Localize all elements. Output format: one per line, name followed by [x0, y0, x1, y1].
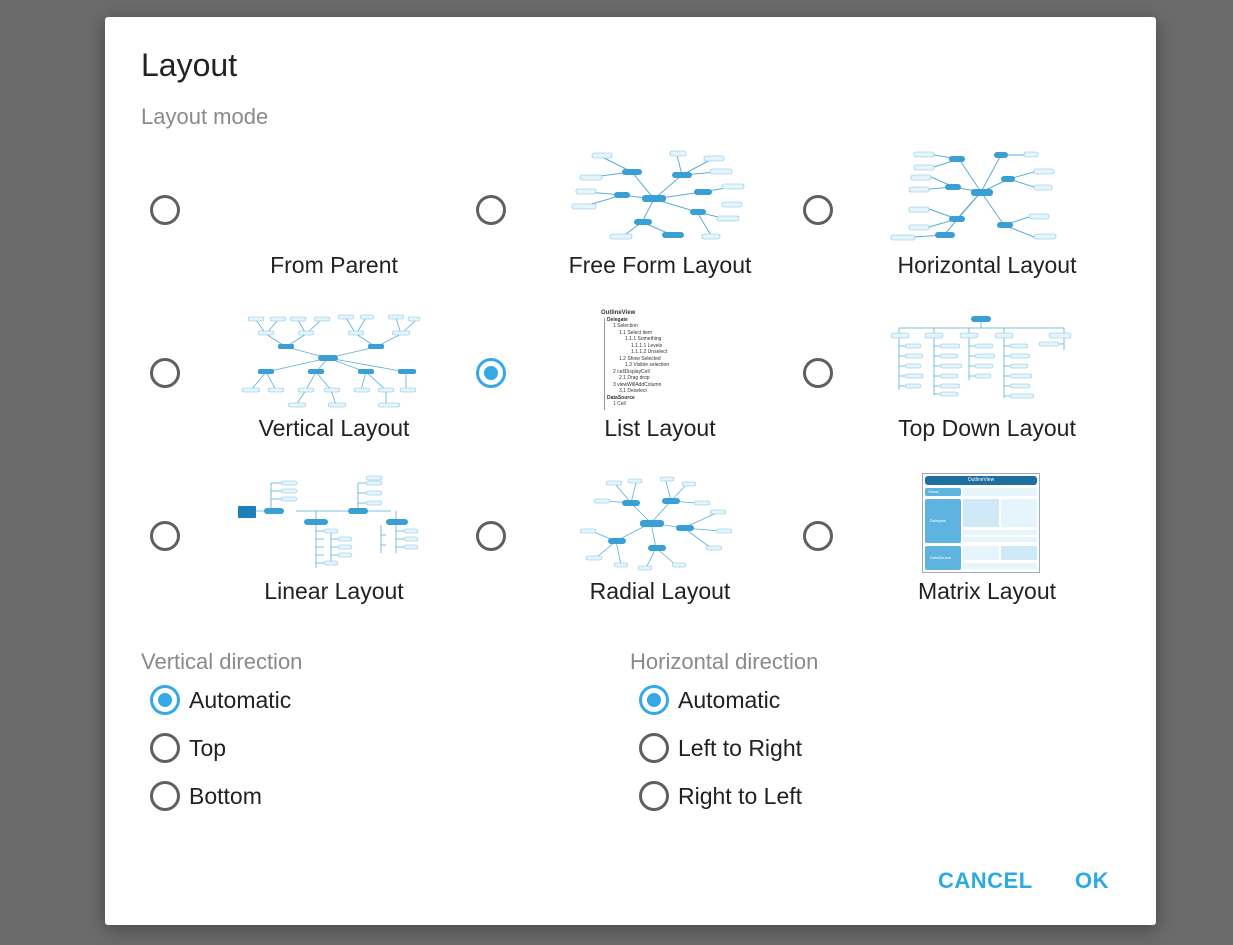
- radio-from-parent[interactable]: [150, 195, 180, 225]
- matrix-preview-row-label: Views: [925, 488, 961, 496]
- list-preview-row: DataSource: [607, 394, 635, 401]
- list-preview-row: 1.1 Select item: [619, 329, 653, 336]
- radio-matrix[interactable]: [803, 521, 833, 551]
- option-label: Matrix Layout: [917, 578, 1057, 604]
- list-preview-row: 1.1.1.2 Unselect: [631, 349, 668, 355]
- radio-list[interactable]: [476, 358, 506, 388]
- cancel-button[interactable]: CANCEL: [938, 868, 1033, 893]
- list-preview-row: 1.1.1 Something: [625, 336, 662, 342]
- ok-button[interactable]: OK: [1075, 868, 1109, 893]
- option-label: Free Form Layout: [568, 252, 752, 278]
- layout-option-linear[interactable]: Linear Layout: [150, 473, 450, 623]
- top-down-map-icon: [889, 310, 1074, 410]
- option-label: Automatic: [189, 687, 292, 713]
- vertical-top-option[interactable]: Top: [150, 733, 350, 769]
- option-label: Top: [189, 735, 227, 761]
- horizontal-automatic-option[interactable]: Automatic: [639, 685, 859, 721]
- matrix-preview-row-label: DataSource: [925, 546, 961, 570]
- radio-vertical-bottom[interactable]: [150, 781, 180, 811]
- radio-free-form[interactable]: [476, 195, 506, 225]
- option-label: From Parent: [270, 252, 398, 278]
- list-preview-row: 2 cellDisplayCell: [613, 368, 650, 375]
- radio-vertical-automatic[interactable]: [150, 685, 180, 715]
- radio-horizontal-right-to-left[interactable]: [639, 781, 669, 811]
- radio-top-down[interactable]: [803, 358, 833, 388]
- radial-map-icon: [576, 473, 736, 573]
- linear-map-icon: [236, 473, 421, 573]
- layout-option-radial[interactable]: Radial Layout: [476, 473, 776, 623]
- vertical-bottom-option[interactable]: Bottom: [150, 781, 350, 817]
- option-label: Vertical Layout: [258, 415, 410, 441]
- radio-horizontal-automatic[interactable]: [639, 685, 669, 715]
- vertical-automatic-option[interactable]: Automatic: [150, 685, 350, 721]
- vertical-map-icon: [236, 310, 421, 410]
- dialog-title: Layout: [141, 47, 238, 83]
- option-label: Top Down Layout: [898, 415, 1076, 441]
- option-label: List Layout: [604, 415, 716, 441]
- layout-option-from-parent[interactable]: From Parent: [150, 147, 450, 297]
- matrix-preview-header: OutlineView: [925, 476, 1037, 485]
- list-preview-row: 2.1 Drag drop: [619, 375, 650, 381]
- list-outline-icon: OutlineView Delegate 1 Selection 1.1 Sel…: [601, 310, 711, 410]
- layout-option-list[interactable]: OutlineView Delegate 1 Selection 1.1 Sel…: [476, 310, 776, 460]
- radio-radial[interactable]: [476, 521, 506, 551]
- matrix-table-icon: OutlineView Views Delegate DataSource: [921, 473, 1041, 573]
- option-label: Left to Right: [678, 735, 803, 761]
- list-preview-row: Delegate: [607, 316, 628, 323]
- radio-horizontal[interactable]: [803, 195, 833, 225]
- list-preview-row: 1 Selection: [613, 323, 638, 329]
- radio-vertical[interactable]: [150, 358, 180, 388]
- layout-option-free-form[interactable]: Free Form Layout: [476, 147, 776, 297]
- option-label: Right to Left: [678, 783, 803, 809]
- horizontal-direction-label: Horizontal direction: [630, 649, 819, 674]
- free-form-map-icon: [562, 147, 747, 247]
- list-preview-row: 3 viewWillAddColumn: [613, 381, 662, 388]
- option-label: Automatic: [678, 687, 781, 713]
- list-preview-row: 3.1 Deselect: [619, 388, 647, 394]
- list-preview-row: 1 Cell: [613, 401, 626, 407]
- option-label: Horizontal Layout: [897, 252, 1077, 278]
- vertical-direction-label: Vertical direction: [141, 649, 303, 674]
- layout-option-vertical[interactable]: Vertical Layout: [150, 310, 450, 460]
- layout-mode-label: Layout mode: [141, 104, 269, 129]
- horizontal-map-icon: [889, 147, 1074, 247]
- radio-horizontal-left-to-right[interactable]: [639, 733, 669, 763]
- layout-option-top-down[interactable]: Top Down Layout: [803, 310, 1103, 460]
- option-label: Bottom: [189, 783, 262, 809]
- option-label: Linear Layout: [264, 578, 404, 604]
- list-preview-row: 1.2 Show Selected: [619, 355, 661, 362]
- list-preview-row: 1.3 Visible selection: [625, 362, 670, 368]
- layout-option-matrix[interactable]: OutlineView Views Delegate DataSource Ma…: [803, 473, 1103, 623]
- list-preview-row: 1.1.1.1 Levels: [631, 342, 663, 349]
- horizontal-right-to-left-option[interactable]: Right to Left: [639, 781, 859, 817]
- option-label: Radial Layout: [589, 578, 731, 604]
- radio-vertical-top[interactable]: [150, 733, 180, 763]
- horizontal-left-to-right-option[interactable]: Left to Right: [639, 733, 859, 769]
- layout-dialog: Layout Layout mode From Parent: [105, 17, 1156, 925]
- list-preview-header: OutlineView: [601, 310, 636, 316]
- layout-option-horizontal[interactable]: Horizontal Layout: [803, 147, 1103, 297]
- matrix-preview-row-label: Delegate: [925, 499, 961, 543]
- radio-linear[interactable]: [150, 521, 180, 551]
